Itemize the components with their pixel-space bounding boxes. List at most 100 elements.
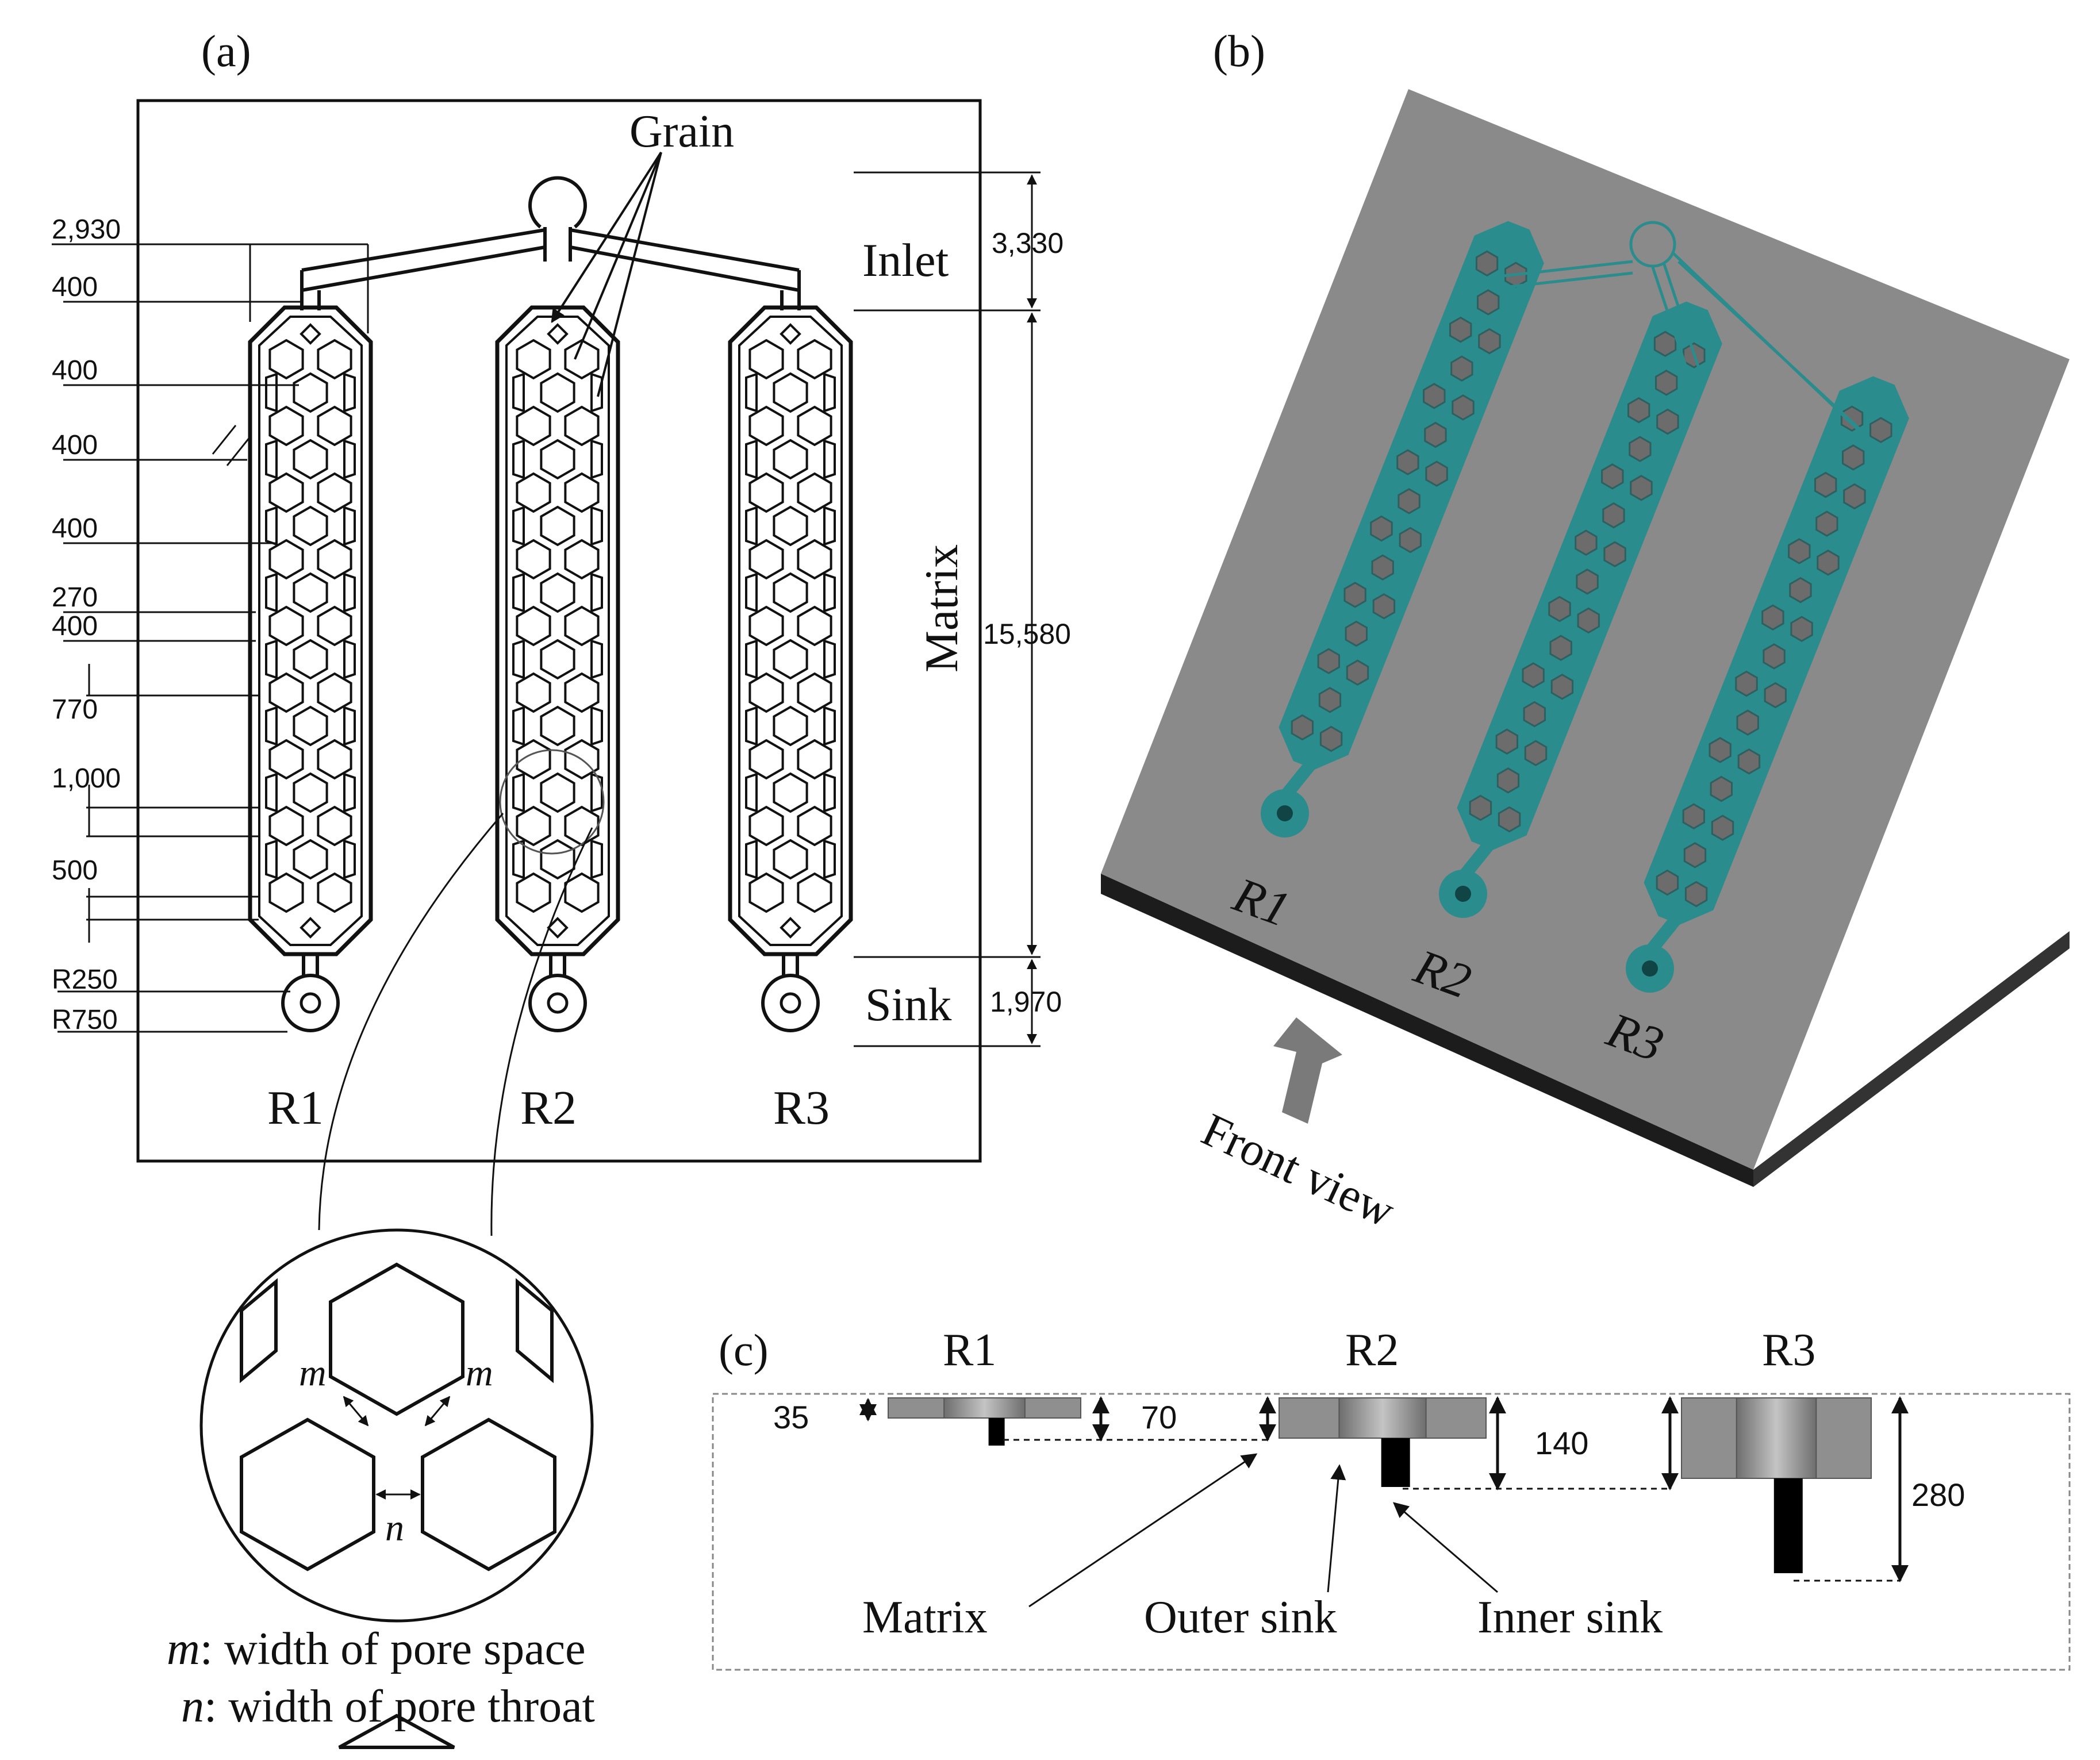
hexagon-grain [748,539,784,580]
diamond-grain [300,323,321,345]
half-grain [823,439,836,479]
hexagon-grain [797,805,832,847]
reactor-2 [495,305,620,1032]
legend-pore-throat: n: width of pore throat [181,1681,595,1732]
depth-70: 70 [1141,1399,1177,1435]
hexagon-grain [268,739,304,780]
front-view-label: Front view [1194,1103,1403,1238]
chip-reactor-3 [1626,376,1909,993]
chip-grain [1318,687,1342,713]
chip-grain [1317,648,1340,674]
chip-grain [1372,593,1396,620]
hexagon-grain [773,839,808,880]
half-grain [590,706,603,746]
chip-grain [1655,370,1678,396]
hexagon-grain [797,472,832,513]
hexagon-grain [773,439,808,480]
half-grain [745,506,758,546]
cross-section-2 [1279,1397,1487,1487]
diamond-grain [547,323,569,345]
section-outer-sink [1736,1397,1817,1479]
hexagon-grain [293,639,328,680]
hexagon-grain [540,372,575,413]
dimension-lines [52,243,369,1033]
chip-grain [1343,582,1366,608]
outer-sink [528,974,587,1032]
hexagon-grain [797,539,832,580]
panel-label-c: (c) [719,1325,769,1375]
chip-grain [1550,674,1574,700]
outer-sink [761,974,820,1032]
diamond-grain [300,917,321,939]
chip-grain [1684,881,1708,908]
half-grain [823,773,836,813]
hexagon-grain [564,805,600,847]
half-grain [265,506,278,546]
part-pointers [1028,1453,1498,1608]
half-grain [512,839,525,879]
sink-neck [302,954,319,977]
chip-grain [1577,607,1600,634]
chip-grain [1396,449,1419,475]
depth-35: 35 [773,1399,809,1435]
hexagon-grain [317,339,352,380]
front-view-arrow [1273,1017,1342,1124]
hexagon-grain [773,705,808,747]
part-inner-sink: Inner sink [1477,1592,1663,1643]
section-inner-sink [988,1418,1005,1446]
zoom-connector-right [490,827,593,1236]
chip-grain [1371,554,1394,581]
zoom-label-m-right: m [466,1352,493,1394]
hexagon-grain [797,872,832,913]
chip-grain [1763,643,1786,670]
panel-b: R1 R2 R3 Front view [1101,89,2070,1237]
chip-grain [1424,421,1447,448]
hexagon-grain [516,339,551,380]
chip-grain [1656,408,1679,435]
chip-side-right [1753,931,2070,1187]
hexagon-grain [317,672,352,713]
section-outer-sink [1338,1397,1427,1439]
half-grain [745,639,758,679]
section-label-r1: R1 [943,1325,996,1375]
chip-grain [1399,527,1422,554]
hexagon-grain [317,472,352,513]
chip-grain [1656,869,1679,896]
hexagon-grain [564,405,600,447]
chip-grain [1345,620,1368,647]
hexagon-grain [748,872,784,913]
chip-grain [1576,568,1599,595]
chip-neck [1281,760,1316,800]
chip-grain [1478,328,1501,355]
chip-grain [1450,355,1473,382]
chip-grain [1548,595,1571,622]
depth-140: 140 [1535,1425,1588,1461]
hexagon-grain [748,339,784,380]
diamond-grain [780,323,801,345]
panel-label-b: (b) [1213,26,1265,76]
half-grain [343,839,356,879]
hexagon-grain [748,739,784,780]
chip-grain [1496,767,1520,794]
hexagon-grain [317,805,352,847]
zoom-label-m-left: m [299,1352,327,1394]
half-grain [512,773,525,813]
hexagon-grain [317,739,352,780]
reactor-1 [248,305,373,1032]
hexagon-grain [268,605,304,647]
hexagon-grain [748,605,784,647]
chip-grain [1735,670,1758,697]
zoom-label-n: n [385,1507,404,1549]
outer-sink [281,974,340,1032]
reactor-outline [728,305,853,956]
reactor-3 [728,305,853,1032]
section-dimension-lines [854,171,1041,1047]
chip-inlet-branch [1503,260,1633,289]
chip-grain [1653,331,1677,358]
half-grain [745,372,758,413]
half-grain [265,639,278,679]
hexagon-grain [540,705,575,747]
legend-pore-space: m: width of pore space [167,1624,586,1674]
chip-grain [1709,737,1732,763]
hexagon-grain [797,339,832,380]
